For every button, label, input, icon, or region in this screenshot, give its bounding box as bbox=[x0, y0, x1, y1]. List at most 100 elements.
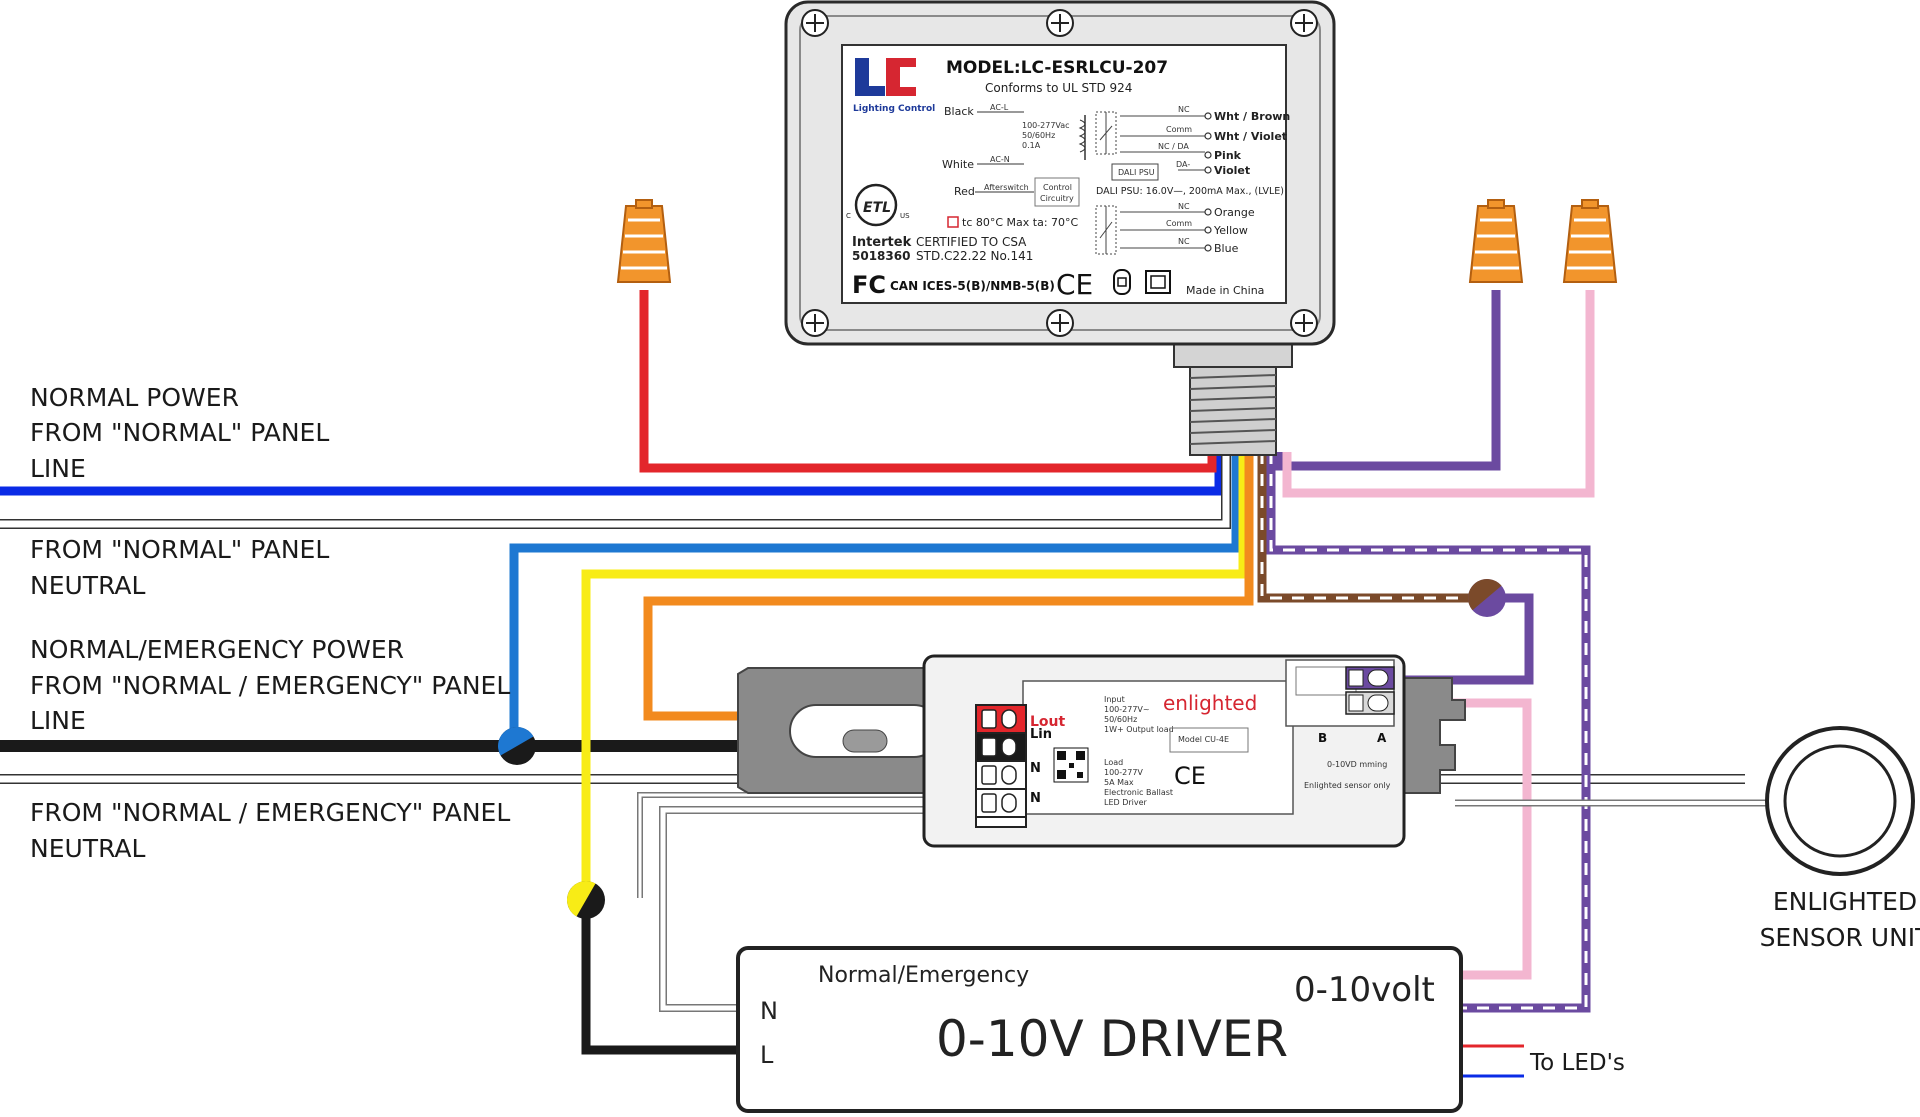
cu-load-1: Load bbox=[1104, 758, 1123, 767]
wire-yellow bbox=[581, 452, 1248, 900]
cu-input-2: 100-277V~ bbox=[1104, 705, 1150, 714]
relay-control-2: Circuitry bbox=[1040, 194, 1074, 203]
driver-title: 0-10V DRIVER bbox=[936, 1010, 1288, 1068]
cu-lout: Lout bbox=[1030, 714, 1066, 730]
driver-n-label: N bbox=[760, 997, 778, 1025]
splice-yellow-black bbox=[567, 881, 605, 919]
driver-volt: 0-10volt bbox=[1294, 970, 1435, 1010]
relay-rating-2: 50/60Hz bbox=[1022, 131, 1055, 140]
cu-sensor-only: Enlighted sensor only bbox=[1304, 781, 1391, 790]
cu-input-4: 1W+ Output load bbox=[1104, 725, 1174, 734]
relay-black-label: Black bbox=[944, 105, 974, 118]
lc-logo-icon: Lighting Control bbox=[853, 58, 935, 114]
relay-fc-line: CAN ICES-5(B)/NMB-5(B) bbox=[890, 279, 1055, 293]
cu-b: B bbox=[1318, 731, 1327, 745]
cu-a: A bbox=[1377, 731, 1387, 745]
cu-n-1: N bbox=[1030, 761, 1041, 776]
label-normal-power-1: NORMAL POWER bbox=[30, 383, 239, 412]
wire-driver-l bbox=[581, 900, 738, 1055]
label-normal-neutral-2: NEUTRAL bbox=[30, 571, 146, 600]
fc-mark-icon: FC bbox=[852, 271, 886, 299]
wire-red bbox=[639, 290, 1217, 473]
wire-wht-brown bbox=[1257, 452, 1487, 603]
relay-ac-n: AC-N bbox=[990, 155, 1010, 164]
label-to-leds: To LED's bbox=[1529, 1050, 1625, 1076]
led-driver: Normal/Emergency 0-10volt 0-10V DRIVER N… bbox=[736, 946, 1463, 1113]
label-normal-power-2: FROM "NORMAL" PANEL bbox=[30, 418, 329, 447]
relay-da-minus: DA- bbox=[1176, 160, 1190, 169]
label-emergency-line-3: LINE bbox=[30, 706, 86, 735]
relay-wire-wht-brown: Wht / Brown bbox=[1214, 110, 1290, 123]
qr-code-icon bbox=[1053, 747, 1089, 783]
relay-model: MODEL:LC-ESRLCU-207 bbox=[946, 58, 1168, 78]
label-normal-power-3: LINE bbox=[30, 454, 86, 483]
cu-input-1: Input bbox=[1104, 695, 1125, 704]
cu-load-4: Electronic Ballast bbox=[1104, 788, 1173, 797]
relay-temp: tc 80°C Max ta: 70°C bbox=[962, 216, 1079, 229]
relay-nc-1: NC bbox=[1178, 105, 1190, 114]
relay-conforms: Conforms to UL STD 924 bbox=[985, 81, 1132, 95]
class-ii-icon bbox=[1113, 269, 1171, 295]
csa-2: STD.C22.22 No.141 bbox=[916, 249, 1033, 263]
cu-input-3: 50/60Hz bbox=[1104, 715, 1137, 724]
relay-wire-blue: Blue bbox=[1214, 242, 1239, 255]
label-emergency-neutral-2: NEUTRAL bbox=[30, 834, 146, 863]
splice-brown-violet bbox=[1468, 579, 1506, 617]
cu-load-5: LED Driver bbox=[1104, 798, 1148, 807]
relay-red-label: Red bbox=[954, 185, 975, 198]
cu-brand: enlighted bbox=[1163, 691, 1257, 715]
wire-blue-to-emergency bbox=[509, 452, 1241, 738]
svg-text:C: C bbox=[846, 212, 851, 220]
intertek-1: Intertek bbox=[852, 235, 912, 250]
relay-white-label: White bbox=[942, 158, 974, 171]
label-emergency-line-2: FROM "NORMAL / EMERGENCY" PANEL bbox=[30, 671, 510, 700]
wire-normal-line-blue bbox=[0, 452, 1224, 496]
label-sensor-1: ENLIGHTED bbox=[1773, 887, 1917, 916]
cu-dimming: 0-10VD mming bbox=[1327, 760, 1387, 769]
sensor-unit-icon bbox=[1765, 726, 1915, 876]
relay-wire-wht-violet: Wht / Violet bbox=[1214, 130, 1287, 143]
intertek-2: 5018360 bbox=[852, 249, 910, 263]
label-emergency-line-1: NORMAL/EMERGENCY POWER bbox=[30, 635, 404, 664]
relay-afterswitch: Afterswitch bbox=[984, 183, 1029, 192]
relay-control-1: Control bbox=[1043, 183, 1072, 192]
etl-mark-icon: ETL US C bbox=[846, 183, 910, 227]
cu-load-3: 5A Max bbox=[1104, 778, 1134, 787]
enlighted-control-unit: Lout Lin N N Input 100-277V~ 50/60Hz 1W+… bbox=[737, 654, 1466, 848]
relay-nc-2: NC bbox=[1178, 202, 1190, 211]
cu-ce-mark: CE bbox=[1174, 762, 1206, 790]
relay-made-in: Made in China bbox=[1186, 284, 1264, 297]
csa-1: CERTIFIED TO CSA bbox=[916, 235, 1027, 249]
etl-mark-text: ETL bbox=[863, 200, 891, 216]
ce-mark-icon: CE bbox=[1056, 268, 1093, 301]
relay-dali-psu: DALI PSU: 16.0V—, 200mA Max., (LVLE) bbox=[1096, 186, 1284, 197]
cu-model: Model CU-4E bbox=[1178, 735, 1229, 744]
wire-violet bbox=[1275, 290, 1501, 471]
relay-dali-box: DALI PSU bbox=[1118, 168, 1155, 177]
relay-nc-da: NC / DA bbox=[1158, 142, 1189, 151]
cu-lin: Lin bbox=[1030, 727, 1052, 742]
relay-ac-l: AC-L bbox=[990, 103, 1009, 112]
terminal-block bbox=[975, 704, 1027, 828]
wire-violet-to-cu bbox=[1394, 593, 1534, 685]
wire-pink bbox=[1282, 290, 1595, 498]
relay-wire-yellow: Yellow bbox=[1213, 224, 1248, 237]
label-normal-neutral-1: FROM "NORMAL" PANEL bbox=[30, 535, 329, 564]
wire-nut-red bbox=[616, 199, 672, 283]
relay-nc-3: NC bbox=[1178, 237, 1190, 246]
wire-nut-pink bbox=[1562, 199, 1618, 283]
relay-rating-1: 100-277Vac bbox=[1022, 121, 1070, 130]
relay-wire-orange: Orange bbox=[1214, 206, 1255, 219]
relay-rating-3: 0.1A bbox=[1022, 141, 1041, 150]
relay-comm-1: Comm bbox=[1166, 125, 1192, 134]
lc-logo-text: Lighting Control bbox=[853, 104, 935, 114]
svg-text:US: US bbox=[900, 212, 910, 220]
label-emergency-neutral-1: FROM "NORMAL / EMERGENCY" PANEL bbox=[30, 798, 510, 827]
dimming-terminals bbox=[1345, 666, 1395, 715]
cu-n-2: N bbox=[1030, 791, 1041, 806]
cu-load-2: 100-277V bbox=[1104, 768, 1143, 777]
relay-wire-pink: Pink bbox=[1214, 149, 1242, 162]
emergency-relay-box: Lighting Control MODEL:LC-ESRLCU-207 Con… bbox=[784, 0, 1336, 456]
